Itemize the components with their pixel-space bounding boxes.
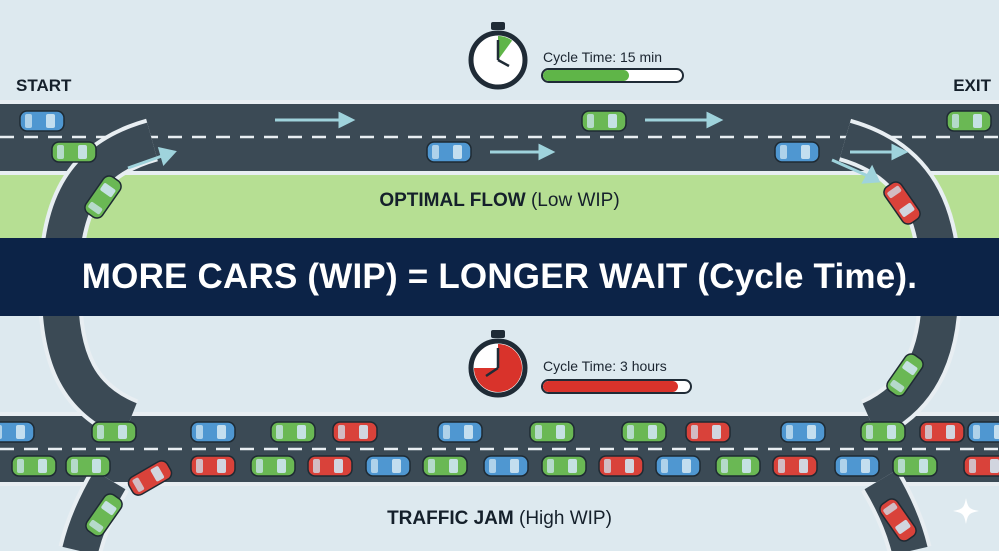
car-icon bbox=[772, 455, 818, 477]
cycle-time-fill-jam bbox=[543, 381, 679, 392]
car-icon bbox=[332, 421, 378, 443]
car-icon bbox=[879, 498, 917, 542]
cycle-time-label-optimal: Cycle Time: 15 min bbox=[543, 49, 663, 65]
car-icon bbox=[581, 110, 627, 132]
traffic-jam-title: TRAFFIC JAM bbox=[387, 508, 514, 529]
arrow-right-icon bbox=[850, 143, 909, 161]
message-banner: MORE CARS (WIP) = LONGER WAIT (Cycle Tim… bbox=[0, 238, 999, 316]
cycle-time-label-jam: Cycle Time: 3 hours bbox=[543, 358, 667, 374]
exit-label: EXIT bbox=[953, 76, 991, 95]
car-icon bbox=[270, 421, 316, 443]
car-icon bbox=[65, 455, 111, 477]
car-icon bbox=[529, 421, 575, 443]
car-icon bbox=[834, 455, 880, 477]
car-icon bbox=[774, 141, 820, 163]
car-icon bbox=[919, 421, 965, 443]
cycle-time-fill-optimal bbox=[543, 70, 630, 81]
cars-layer bbox=[0, 110, 999, 542]
car-icon bbox=[422, 455, 468, 477]
traffic-jam-subtitle: (High WIP) bbox=[513, 508, 612, 529]
car-icon bbox=[780, 421, 826, 443]
optimal-flow-title: OPTIMAL FLOW bbox=[379, 190, 526, 211]
optimal-flow-label: OPTIMAL FLOW (Low WIP) bbox=[0, 190, 999, 212]
car-icon bbox=[621, 421, 667, 443]
arrow-right-icon bbox=[127, 147, 177, 170]
car-icon bbox=[963, 455, 999, 477]
car-icon bbox=[892, 455, 938, 477]
arrow-right-icon bbox=[275, 111, 356, 129]
top-highway bbox=[0, 100, 999, 175]
car-icon bbox=[0, 421, 35, 443]
stopwatch-icon bbox=[468, 330, 528, 398]
car-icon bbox=[860, 421, 906, 443]
cycle-time-bar-optimal bbox=[541, 68, 684, 83]
car-icon bbox=[685, 421, 731, 443]
car-icon bbox=[84, 175, 122, 219]
sparkle-icon bbox=[953, 498, 979, 524]
arrow-right-icon bbox=[831, 158, 881, 184]
car-icon bbox=[190, 455, 236, 477]
car-icon bbox=[883, 181, 921, 225]
car-icon bbox=[655, 455, 701, 477]
stopwatch-icon bbox=[468, 22, 528, 90]
car-icon bbox=[967, 421, 999, 443]
arrow-right-icon bbox=[490, 143, 556, 161]
car-icon bbox=[11, 455, 57, 477]
optimal-flow-zone bbox=[0, 175, 999, 238]
car-icon bbox=[598, 455, 644, 477]
car-icon bbox=[483, 455, 529, 477]
flow-arrows bbox=[127, 111, 909, 184]
car-icon bbox=[91, 421, 137, 443]
car-icon bbox=[541, 455, 587, 477]
car-icon bbox=[437, 421, 483, 443]
car-icon bbox=[250, 455, 296, 477]
traffic-jam-label: TRAFFIC JAM (High WIP) bbox=[0, 508, 999, 530]
car-icon bbox=[51, 141, 97, 163]
car-icon bbox=[307, 455, 353, 477]
car-icon bbox=[715, 455, 761, 477]
cycle-time-bar-jam bbox=[541, 379, 692, 394]
car-icon bbox=[85, 493, 123, 537]
car-icon bbox=[365, 455, 411, 477]
car-icon bbox=[19, 110, 65, 132]
banner-text: MORE CARS (WIP) = LONGER WAIT (Cycle Tim… bbox=[81, 257, 918, 296]
car-icon bbox=[426, 141, 472, 163]
car-icon bbox=[886, 353, 924, 397]
arrow-right-icon bbox=[645, 111, 724, 129]
car-icon bbox=[946, 110, 992, 132]
start-label: START bbox=[16, 76, 72, 95]
optimal-flow-subtitle: (Low WIP) bbox=[525, 190, 620, 211]
car-icon bbox=[127, 460, 173, 496]
car-icon bbox=[190, 421, 236, 443]
